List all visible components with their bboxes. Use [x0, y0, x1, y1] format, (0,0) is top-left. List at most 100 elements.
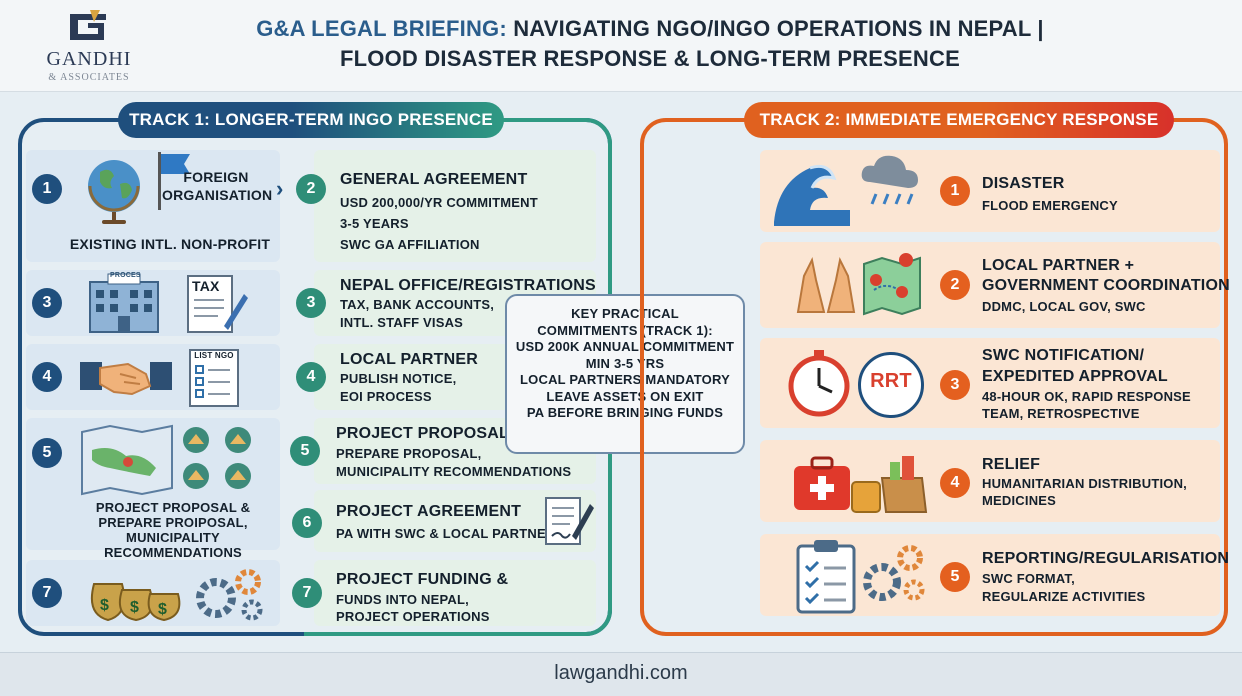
- gears-icon: [863, 545, 925, 601]
- municipality-icons: [183, 427, 251, 489]
- lp-line-1: PUBLISH NOTICE,: [340, 371, 457, 386]
- office-line-2: INTL. STAFF VISAS: [340, 315, 464, 330]
- office-line-1: TAX, BANK ACCOUNTS,: [340, 297, 495, 312]
- rrt-badge-text: RRT: [870, 370, 912, 392]
- pa-line-1: PA WITH SWC & LOCAL PARTNER: [336, 526, 556, 541]
- project-proposal-title: PROJECT PROPOSAL: [336, 425, 510, 442]
- step-number: 3: [296, 288, 326, 318]
- ga-line-2: 3-5 YEARS: [340, 216, 409, 231]
- project-proposal-caption: PROJECT PROPOSAL & PREPARE PROIPOSAL, MU…: [95, 500, 251, 560]
- step-number: 3: [32, 288, 62, 318]
- rrt-badge: [858, 352, 924, 418]
- signed-document-icon: [545, 497, 594, 545]
- foreign-organisation-label: FOREIGN ORGANISATION: [162, 169, 273, 203]
- swc-line-1: 48-HOUR OK, RAPID RESPONSE: [982, 389, 1191, 404]
- swc-notification-title-1: SWC NOTIFICATION/: [982, 347, 1145, 364]
- pf-line-2: PROJECT OPERATIONS: [336, 609, 490, 624]
- flag-icon: [158, 152, 190, 210]
- existing-nonprofit-caption: EXISTING INTL. NON-PROFIT: [69, 236, 271, 252]
- step-number: 2: [940, 270, 970, 300]
- ga-line-1: USD 200,000/YR COMMITMENT: [340, 195, 538, 210]
- logo-name: GANDHI: [46, 48, 132, 70]
- relief-line-1: HUMANITARIAN DISTRIBUTION,: [982, 476, 1187, 491]
- chevron-right-icon: ›: [276, 176, 284, 201]
- project-funding-title: PROJECT FUNDING &: [336, 571, 509, 588]
- step-number: 5: [940, 562, 970, 592]
- step-number: 5: [290, 436, 320, 466]
- reporting-line-2: REGULARIZE ACTIVITIES: [982, 589, 1146, 604]
- step-number: 2: [296, 174, 326, 204]
- key-commitments-box: KEY PRACTICAL COMMITMENTS (TRACK 1): USD…: [505, 294, 745, 454]
- checklist-icon: [189, 349, 239, 407]
- disaster-line-1: FLOOD EMERGENCY: [982, 198, 1118, 213]
- step-number: 1: [32, 174, 62, 204]
- key-line: MIN 3-5 YRS: [585, 355, 665, 371]
- key-line: KEY PRACTICAL: [571, 306, 679, 321]
- svg-text:$: $: [130, 599, 139, 616]
- building-icon: [89, 273, 159, 333]
- local-partner-gov-title-2: GOVERNMENT COORDINATION: [982, 277, 1230, 294]
- ga-line-3: SWC GA AFFILIATION: [340, 237, 480, 252]
- pp-line-2: MUNICIPALITY RECOMMENDATIONS: [336, 464, 572, 479]
- key-line: PA BEFORE BRINGING FUNDS: [526, 405, 724, 420]
- step-number: 1: [940, 176, 970, 206]
- step-number: 6: [292, 508, 322, 538]
- swc-notification-title-2: EXPEDITED APPROVAL: [982, 368, 1168, 385]
- key-line: LEAVE ASSETS ON EXIT: [546, 388, 704, 404]
- handshake-icon: [80, 362, 172, 396]
- step-number: 3: [940, 370, 970, 400]
- gears-icon: [196, 569, 263, 621]
- map-pins-icon: [863, 253, 921, 316]
- pp-line-1: PREPARE PROPOSAL,: [336, 446, 482, 461]
- general-agreement-title: GENERAL AGREEMENT: [340, 171, 528, 188]
- nepal-map-icon: [81, 424, 173, 496]
- track1-label: TRACK 1: LONGER-TERM INGO PRESENCE: [118, 102, 504, 138]
- t1-left-step-1: [26, 150, 280, 262]
- list-ngo-label: LIST NGO: [194, 351, 234, 360]
- tax-form-icon: [187, 275, 248, 333]
- lp-line-2: EOI PROCESS: [340, 389, 432, 404]
- clipboard-checklist-icon: [796, 540, 856, 614]
- relief-line-2: MEDICINES: [982, 493, 1057, 508]
- nepal-office-title: NEPAL OFFICE/REGISTRATIONS: [340, 277, 596, 294]
- money-bags-icon: $ $ $: [90, 583, 181, 622]
- gandhi-logo-icon: [70, 10, 106, 40]
- step-number: 4: [32, 362, 62, 392]
- flood-wave-icon: [774, 164, 850, 226]
- step-number: 7: [32, 578, 62, 608]
- relief-supplies-icon: [794, 456, 928, 513]
- t1-right-step-2: [314, 150, 596, 262]
- tax-label: TAX: [192, 278, 220, 294]
- page-title-line2: FLOOD DISASTER RESPONSE & LONG-TERM PRES…: [340, 46, 960, 71]
- svg-text:$: $: [100, 597, 109, 614]
- header-bar: [0, 0, 1242, 92]
- page-title-line1: G&A LEGAL BRIEFING: NAVIGATING NGO/INGO …: [150, 16, 1150, 42]
- proces-sign: PROCES: [110, 272, 141, 279]
- website-link[interactable]: lawgandhi.com: [554, 662, 688, 684]
- local-partner-title: LOCAL PARTNER: [340, 351, 479, 368]
- project-agreement-title: PROJECT AGREEMENT: [336, 503, 522, 520]
- pf-line-1: FUNDS INTO NEPAL,: [336, 592, 469, 607]
- local-partner-gov-title-1: LOCAL PARTNER +: [982, 257, 1135, 274]
- logo-subtitle: & ASSOCIATES: [48, 72, 130, 83]
- lpg-line-1: DDMC, LOCAL GOV, SWC: [982, 299, 1146, 314]
- step-number: 5: [32, 438, 62, 468]
- track2-label: TRACK 2: IMMEDIATE EMERGENCY RESPONSE: [744, 102, 1174, 138]
- step-number: 4: [940, 468, 970, 498]
- reporting-line-1: SWC FORMAT,: [982, 571, 1075, 586]
- key-line: LOCAL PARTNERS MANDATORY: [520, 372, 730, 387]
- key-line: COMMITMENTS (TRACK 1):: [537, 322, 713, 338]
- title-rest: NAVIGATING NGO/INGO OPERATIONS IN NEPAL …: [506, 16, 1044, 41]
- title-highlight: G&A LEGAL BRIEFING:: [256, 16, 507, 41]
- step-number: 7: [292, 578, 322, 608]
- globe-icon: [88, 160, 140, 224]
- key-line: USD 200K ANNUAL COMMITMENT: [515, 339, 735, 354]
- reporting-title: REPORTING/REGULARISATION: [982, 550, 1230, 567]
- helping-hands-icon: [796, 256, 856, 313]
- stopwatch-icon: [788, 350, 850, 417]
- disaster-title: DISASTER: [982, 175, 1065, 192]
- swc-line-2: TEAM, RETROSPECTIVE: [982, 406, 1140, 421]
- t1-right-step-7: [314, 560, 596, 626]
- svg-text:$: $: [158, 601, 167, 618]
- step-number: 4: [296, 362, 326, 392]
